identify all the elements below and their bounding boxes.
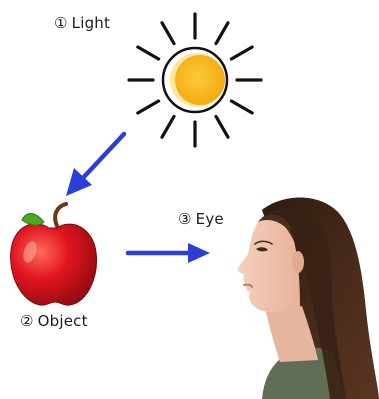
sun-ray — [216, 23, 228, 44]
step-number: ① — [54, 14, 68, 32]
sun-ray — [138, 47, 159, 59]
sun-ray — [162, 23, 174, 44]
step-number: ③ — [178, 210, 192, 228]
person-profile-icon — [238, 198, 379, 399]
sun-ray — [231, 47, 252, 59]
arrow-light-to-object — [66, 134, 124, 196]
sun-ray — [162, 116, 174, 137]
step-text: Light — [72, 14, 110, 32]
apple-icon — [11, 204, 97, 305]
sun-ray — [231, 101, 252, 113]
sun-ray — [138, 101, 159, 113]
arrow-object-to-eye — [128, 243, 210, 263]
step-text: Eye — [196, 210, 224, 228]
sun-icon — [129, 14, 261, 146]
step-text: Object — [38, 312, 88, 330]
sun-ray — [216, 116, 228, 137]
step-number: ② — [20, 312, 34, 330]
